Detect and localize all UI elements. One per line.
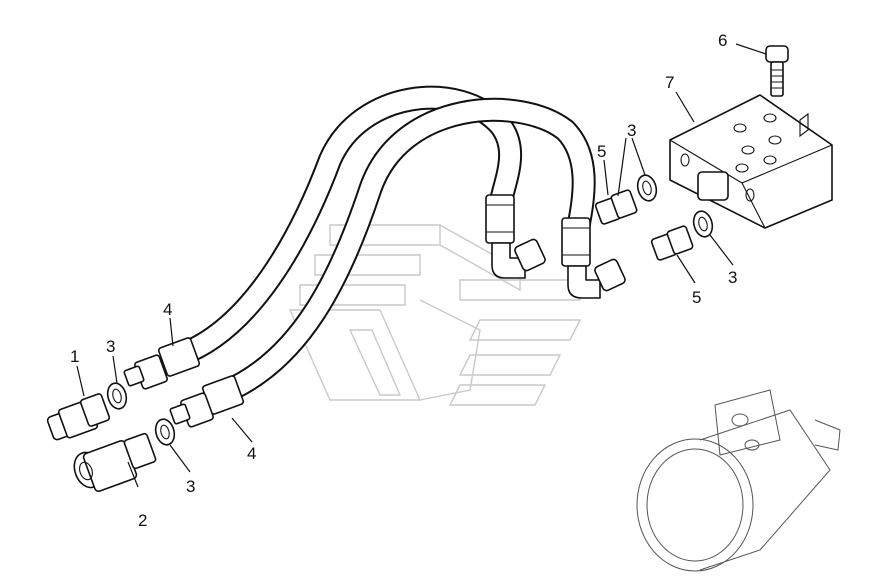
callout-3-right-upper: 3 [627,121,636,140]
washer-right-lower [692,210,714,238]
callout-2: 2 [138,511,147,530]
adapter-upper [594,189,638,225]
leader-lines [76,43,767,488]
washer-left-lower [154,418,176,446]
adapter-lower [650,225,694,261]
watermark-logo [288,224,582,406]
callout-7: 7 [665,73,674,92]
callout-4-upper: 4 [163,300,172,319]
female-coupler [73,432,157,492]
washer-right-upper [636,174,658,202]
hose-fitting-lower [169,375,245,428]
hose-pair [175,85,596,404]
callout-5-lower: 5 [692,288,701,307]
callout-5-upper: 5 [597,142,606,161]
callout-1: 1 [70,347,79,366]
bolt [765,45,789,97]
callout-3-left-upper: 3 [106,337,115,356]
valve-block [669,94,833,229]
hose-fitting-upper [123,337,201,390]
washer-left-upper [106,382,128,410]
callout-6: 6 [718,31,727,50]
callout-labels: 1 2 3 3 3 3 4 4 5 5 6 7 [70,31,737,530]
hose-elbow-right [561,217,626,299]
male-coupler [46,393,111,441]
callout-4-lower: 4 [247,444,256,463]
hose-elbow-left [485,194,546,279]
callout-3-left-lower: 3 [186,477,195,496]
callout-3-right-lower: 3 [728,268,737,287]
hydraulic-motor [636,389,841,572]
